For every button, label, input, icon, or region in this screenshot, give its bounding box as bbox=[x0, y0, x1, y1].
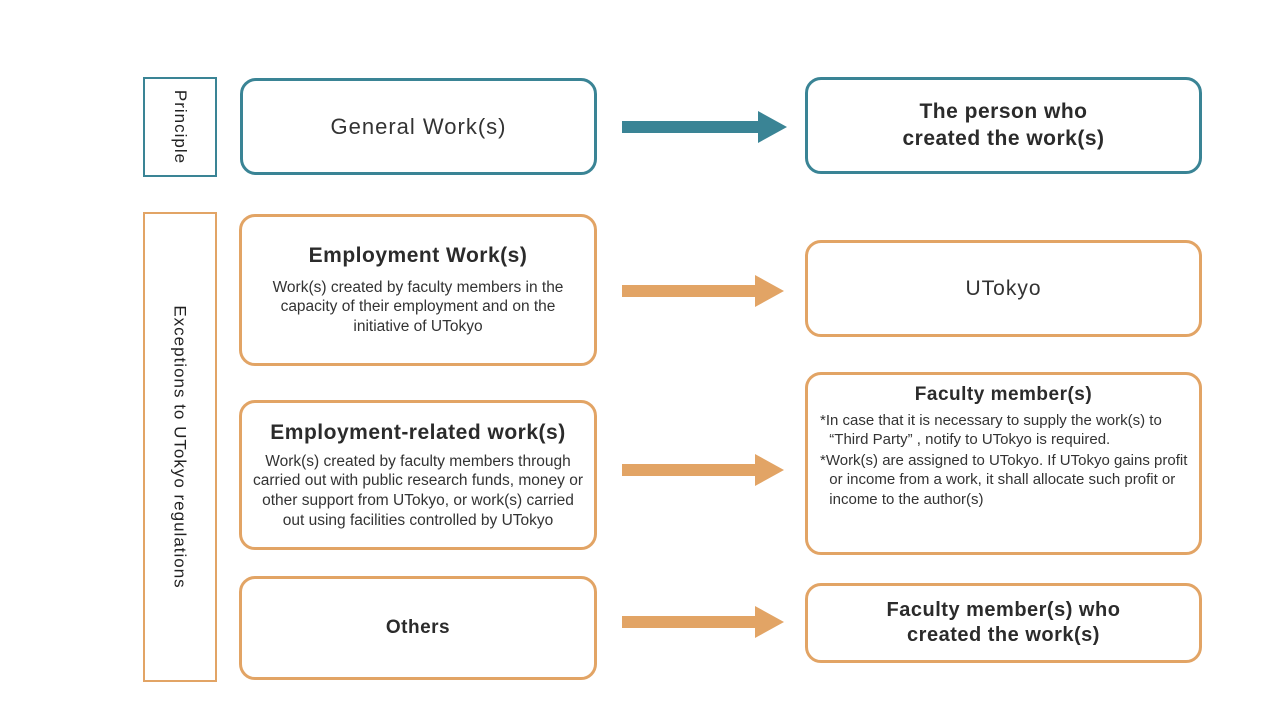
faculty-member-note: *In case that it is necessary to supply … bbox=[820, 411, 1162, 449]
utokyo-box: UTokyo bbox=[805, 240, 1202, 337]
person-created-box: The person who created the work(s) bbox=[805, 77, 1202, 174]
others-box: Others bbox=[239, 576, 597, 680]
faculty-member-title: Faculty member(s) bbox=[914, 384, 1093, 405]
exceptions-group-label-box: Exceptions to UTokyo regulations bbox=[143, 212, 217, 682]
faculty-member-box: Faculty member(s) *In case that it is ne… bbox=[805, 372, 1202, 555]
principle-label: Principle bbox=[171, 89, 191, 165]
arrow-general-to-person bbox=[622, 111, 787, 143]
exceptions-label: Exceptions to UTokyo regulations bbox=[171, 305, 191, 589]
faculty-created-box: Faculty member(s) who created the work(s… bbox=[805, 583, 1202, 663]
faculty-member-notes: *In case that it is necessary to supply … bbox=[808, 407, 1199, 511]
arrow-employment-to-utokyo bbox=[622, 275, 784, 307]
general-work-title: General Work(s) bbox=[330, 113, 507, 139]
faculty-created-title: Faculty member(s) who created the work(s… bbox=[886, 599, 1121, 646]
arrow-related-to-faculty bbox=[622, 454, 784, 486]
general-work-box: General Work(s) bbox=[240, 78, 597, 175]
employment-work-box: Employment Work(s) Work(s) created by fa… bbox=[239, 214, 597, 366]
employment-related-title: Employment-related work(s) bbox=[270, 420, 566, 444]
arrow-others-to-faculty-created bbox=[622, 606, 784, 638]
others-title: Others bbox=[385, 617, 451, 639]
employment-related-description: Work(s) created by faculty members throu… bbox=[253, 452, 583, 529]
employment-work-title: Employment Work(s) bbox=[308, 244, 528, 268]
utokyo-title: UTokyo bbox=[965, 276, 1042, 300]
faculty-member-note: *Work(s) are assigned to UTokyo. If UTok… bbox=[820, 451, 1188, 508]
employment-work-description: Work(s) created by faculty members in th… bbox=[272, 278, 564, 335]
principle-group-label-box: Principle bbox=[143, 77, 217, 177]
employment-related-box: Employment-related work(s) Work(s) creat… bbox=[239, 400, 597, 550]
person-created-title: The person who created the work(s) bbox=[902, 100, 1105, 150]
